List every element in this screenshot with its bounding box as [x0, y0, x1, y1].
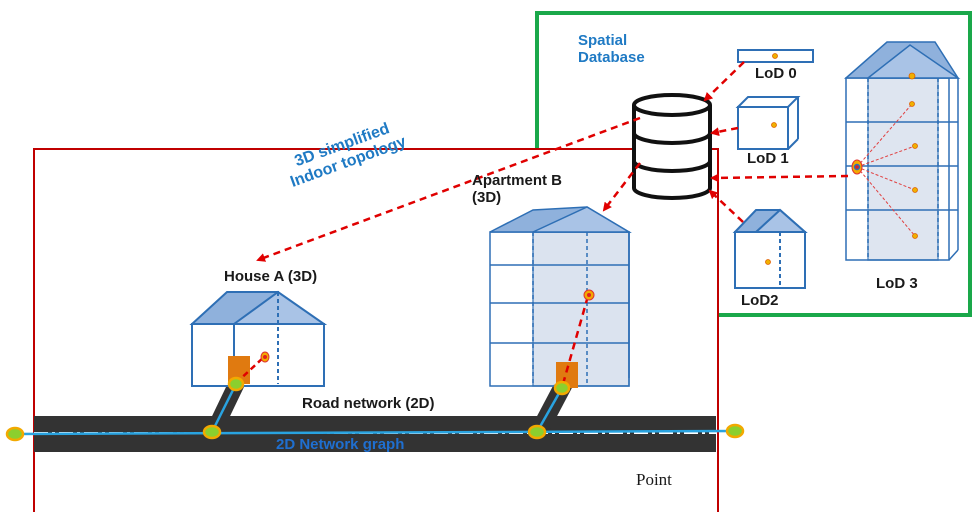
lod2-model: [732, 208, 808, 289]
graph-node: [725, 423, 745, 439]
database-icon: [632, 93, 712, 200]
graph-node: [553, 380, 571, 396]
lod3-label: LoD 3: [876, 275, 918, 292]
lod2-label: LoD2: [741, 292, 779, 309]
lod0-model: [737, 49, 814, 63]
graph-node: [202, 424, 222, 440]
point-label: Point: [636, 470, 672, 489]
graph-node: [5, 426, 25, 442]
graph-node: [227, 376, 245, 392]
db-building-links: [256, 116, 641, 262]
road-network-label: Road network (2D): [302, 395, 435, 412]
lod-links: [703, 61, 849, 223]
lod1-label: LoD 1: [747, 150, 789, 167]
scene-frame: [33, 148, 719, 517]
graph-nodes: [5, 376, 745, 442]
road-network: [14, 383, 736, 452]
spatial-database-label: Spatial Database: [578, 32, 645, 67]
lod3-model: [844, 41, 961, 261]
lod0-label: LoD 0: [755, 65, 797, 82]
house-a-model: [189, 290, 328, 387]
lod1-model: [735, 96, 801, 150]
apartment-b-label: Apartment B (3D): [472, 172, 563, 207]
house-a-label: House A (3D): [224, 268, 318, 285]
apartment-b-model: [489, 206, 632, 388]
graph-node: [527, 424, 547, 440]
network-graph-label: 2D Network graph: [276, 436, 405, 453]
